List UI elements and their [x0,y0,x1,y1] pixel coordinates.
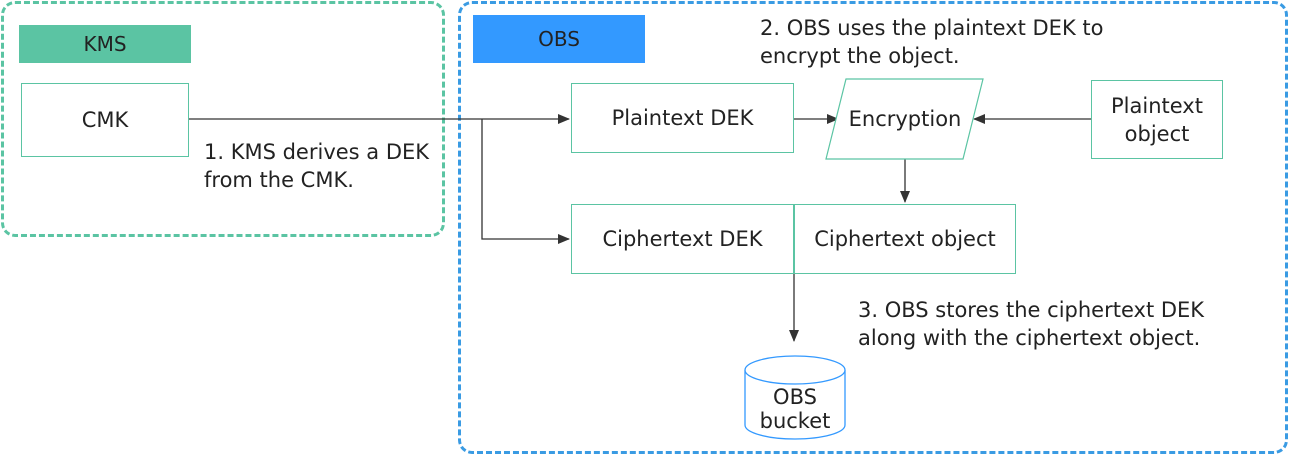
obs-bucket-line-1: OBS [773,385,817,409]
kms-label: KMS [19,25,191,63]
plaintext-dek-node: Plaintext DEK [571,83,794,153]
step-1-line-1: 1. KMS derives a DEK [204,140,430,164]
cmk-node: CMK [21,83,189,157]
step-1-note: 1. KMS derives a DEK from the CMK. [204,138,429,194]
ciphertext-object-node: Ciphertext object [794,204,1016,274]
step-1-line-2: from the CMK. [204,168,354,192]
plaintext-object-line-1: Plaintext [1111,93,1203,118]
obs-label: OBS [473,15,645,63]
obs-bucket-node: OBS bucket [744,355,846,440]
step-2-note: 2. OBS uses the plaintext DEK to encrypt… [760,14,1103,70]
step-2-line-1: 2. OBS uses the plaintext DEK to [760,16,1104,40]
obs-bucket-line-2: bucket [760,409,831,433]
obs-group [458,1,1288,454]
step-3-note: 3. OBS stores the ciphertext DEK along w… [858,296,1204,352]
step-2-line-2: encrypt the object. [760,44,960,68]
step-3-line-2: along with the ciphertext object. [858,326,1201,350]
arrow-cmk-to-ciphertext-dek [481,119,570,244]
step-3-line-1: 3. OBS stores the ciphertext DEK [858,298,1205,322]
plaintext-object-line-2: object [1124,121,1190,146]
plaintext-object-node: Plaintext object [1091,80,1223,159]
encryption-node: Encryption [825,78,984,160]
ciphertext-dek-node: Ciphertext DEK [571,204,794,274]
encryption-label: Encryption [849,107,962,131]
